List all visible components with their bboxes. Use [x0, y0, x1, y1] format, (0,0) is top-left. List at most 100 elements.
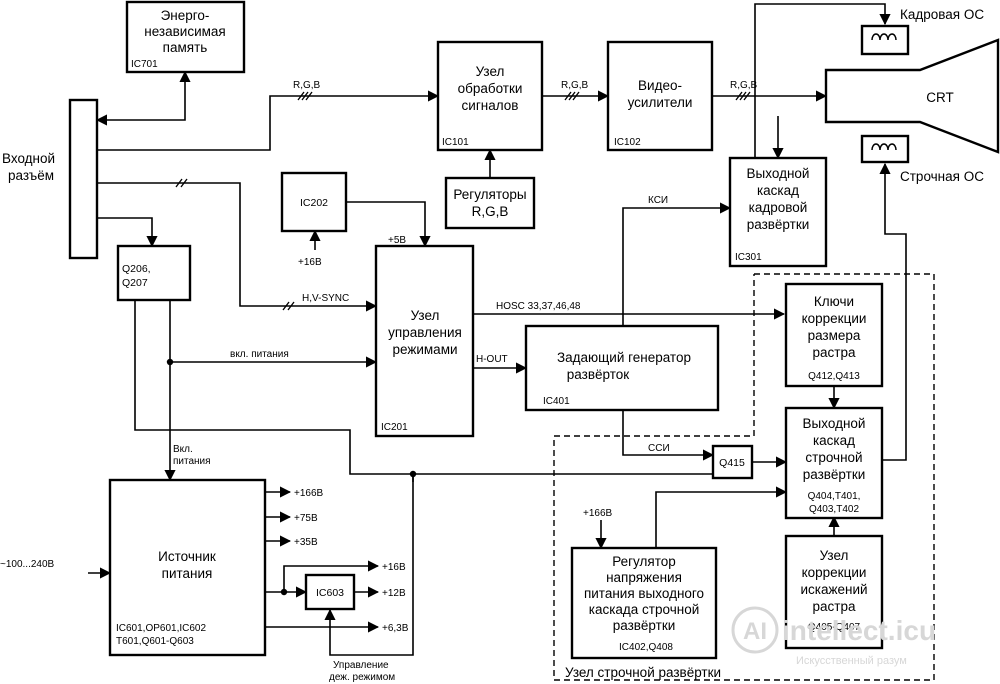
power-rails: +166В +75В +35В +16В +12В +6,3В: [294, 488, 409, 634]
size-keys-line-1: Ключи: [814, 294, 854, 309]
rail-166v: +166В: [294, 488, 324, 499]
plus16-ic202-label: +16В: [298, 257, 322, 268]
frame-coil-icon: [860, 24, 910, 56]
input-line-2: разъём: [8, 168, 54, 183]
line-regulator-box: [570, 546, 718, 660]
proc-ref: IC101: [442, 137, 469, 148]
power-on2-line-2: питания: [173, 456, 211, 467]
ic202-label: IC202: [300, 197, 328, 209]
psu-ref-2: T601,Q601-Q603: [116, 636, 194, 647]
mode-line-2: управления: [388, 325, 462, 340]
plus5-label: +5В: [388, 235, 406, 246]
size-keys-line-3: размера: [808, 328, 861, 343]
distort-ref: Q405-Q407: [808, 622, 861, 633]
signal-processor-box: [436, 40, 544, 152]
distortion-box: [784, 534, 884, 650]
rgb-label-3: R,G,B: [730, 80, 758, 91]
mode-line-3: режимами: [392, 342, 457, 357]
video-amps-box: [606, 40, 714, 152]
ksi-label: КСИ: [648, 195, 668, 206]
mains-label: ~100...240В: [0, 559, 55, 570]
power-on2-line-1: Вкл.: [173, 444, 193, 455]
nvm-line-2: независимая: [144, 24, 225, 39]
rail-75v: +75В: [294, 513, 318, 524]
frame-out-line-2: каскад: [757, 183, 799, 198]
vamp-line-2: усилители: [628, 95, 693, 110]
frame-out-line-3: кадровой: [749, 200, 808, 215]
watermark-tagline: Искусственный разум: [796, 655, 907, 667]
psu-ref-1: IC601,OP601,IC602: [116, 623, 206, 634]
frame-output-box: [728, 156, 828, 268]
sweep-ref: IC401: [543, 396, 570, 407]
nvm-line-3: память: [163, 40, 208, 55]
watermark-logo-letters: AI: [743, 618, 767, 645]
hout-label: H-OUT: [476, 354, 508, 365]
line-reg-line-1: Регулятор: [612, 554, 676, 569]
rail-12v: +12В: [382, 588, 406, 599]
v166-reg-label: +166В: [583, 508, 613, 519]
frame-coil-label: Кадровая ОС: [900, 7, 984, 22]
line-reg-line-4: каскада строчной: [589, 602, 700, 617]
frame-out-line-1: Выходной: [747, 166, 810, 181]
size-keys-ref: Q412,Q413: [808, 371, 860, 382]
rgb-label-1: R,G,B: [293, 80, 321, 91]
psu-line-2: питания: [162, 566, 213, 581]
size-keys-line-4: растра: [813, 345, 856, 360]
nvm-box: [125, 0, 246, 74]
q415-box: [711, 444, 754, 480]
line-coil-icon: [860, 134, 910, 164]
power-on-label: вкл. питания: [230, 349, 289, 360]
rgb-regulators-box: [444, 176, 536, 230]
line-out-line-3: строчной: [805, 450, 862, 465]
psu-line-1: Источник: [158, 549, 216, 564]
line-out-ref-1: Q404,T401,: [808, 491, 861, 502]
watermark: AI intellect.icu Искусственный разум: [731, 606, 936, 667]
ic603-box: [304, 573, 356, 611]
rail-63v: +6,3В: [382, 623, 409, 634]
vamp-ref: IC102: [614, 137, 641, 148]
vamp-line-1: Видео-: [638, 78, 682, 93]
junction-dots: [166, 358, 417, 596]
distort-line-4: растра: [813, 599, 856, 614]
frame-out-line-4: развёртки: [747, 217, 810, 232]
line-out-ref-2: Q403,T402: [809, 504, 859, 515]
crt-label: CRT: [926, 90, 954, 105]
ic603-label: IC603: [316, 587, 344, 599]
rgb-reg-line-1: Регуляторы: [453, 187, 526, 202]
sweep-line-2: развёрток: [567, 367, 629, 382]
bus-marks: [175, 91, 751, 311]
line-out-line-1: Выходной: [803, 416, 866, 431]
distort-line-1: Узел: [820, 548, 849, 563]
line-sweep-group-outline: [553, 273, 935, 681]
sweep-line-1: Задающий генератор: [557, 350, 691, 365]
line-out-line-2: каскад: [813, 433, 855, 448]
rgb-reg-line-2: R,G,B: [472, 204, 509, 219]
power-supply-box: [108, 478, 267, 657]
rgb-label-2: R,G,B: [561, 80, 589, 91]
size-keys-line-2: коррекции: [802, 311, 867, 326]
line-reg-line-2: напряжения: [606, 570, 682, 585]
q206-box: [116, 244, 192, 302]
mode-control-box: [374, 244, 475, 438]
line-reg-ref: IC402,Q408: [619, 642, 673, 653]
rail-16v: +16В: [382, 562, 406, 573]
q206-line-1: Q206,: [122, 263, 151, 275]
mode-ref: IC201: [381, 422, 408, 433]
frame-out-ref: IC301: [735, 252, 762, 263]
distort-line-3: искажений: [800, 582, 867, 597]
standby-line-2: деж. режимом: [329, 672, 395, 683]
box-texts: Энерго- независимая память IC701 Входной…: [2, 8, 954, 653]
size-keys-box: [784, 282, 884, 388]
proc-line-2: обработки: [458, 81, 523, 96]
ssi-label: ССИ: [648, 443, 670, 454]
distort-line-2: коррекции: [802, 565, 867, 580]
line-reg-line-3: питания выходного: [584, 586, 704, 601]
line-group-label: Узел строчной развёртки: [565, 665, 721, 680]
hosc-label: HOSC 33,37,46,48: [496, 301, 581, 312]
nvm-ref: IC701: [131, 59, 158, 70]
q415-label: Q415: [719, 457, 745, 469]
sweep-generator-box: [524, 324, 720, 412]
input-connector-box: [68, 98, 99, 260]
